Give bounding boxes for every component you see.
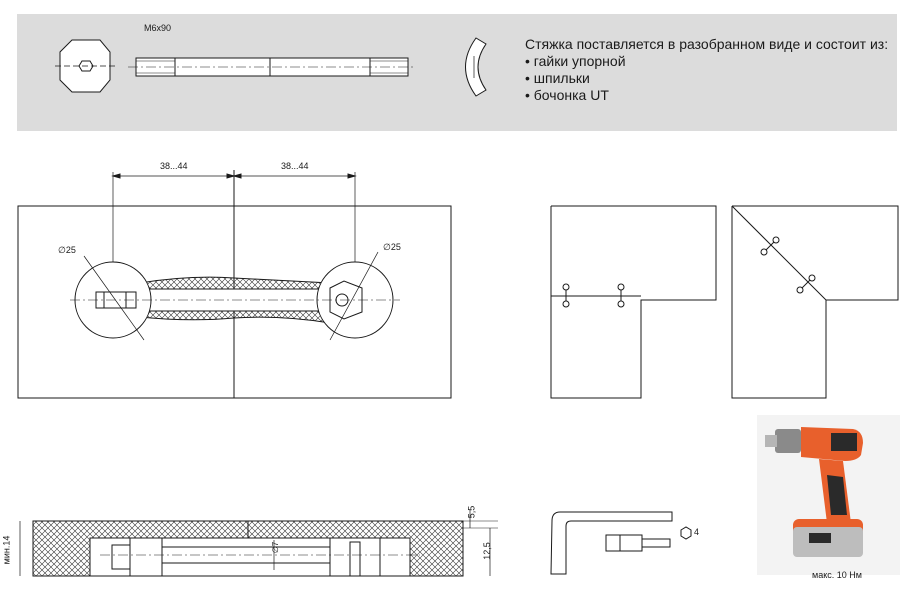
dim-right-label: 38...44 [281,161,309,171]
miter-joint-drawing [731,205,899,399]
hex-key-drawing [550,511,673,575]
hex-size-icon [680,526,692,540]
top-view-drawing [17,170,452,399]
rod-size-label: M6x90 [144,23,172,33]
kit-description-title: Стяжка поставляется в разобранном виде и… [525,36,889,52]
threaded-rod-drawing [128,57,416,77]
hex-size-label: 4 [694,527,700,537]
dim-center-label: ∅7 [271,541,281,554]
section-view-drawing [19,510,498,577]
min-thickness-label: мин.14 [1,535,12,565]
barrel-nut-drawing [465,37,487,97]
kit-item-stud: • шпильки [525,70,590,86]
butt-joint-drawing [550,205,717,399]
torque-label: макс. 10 Нм [812,570,862,580]
kit-description: Стяжка поставляется в разобранном виде и… [525,36,888,104]
dim-top-label: 5,5 [466,505,477,519]
kit-item-barrel-nut: • бочонка UT [525,87,609,103]
dia-left-label: ∅25 [58,245,76,255]
stop-nut-drawing [55,39,116,93]
dim-right-section-label: 12,5 [481,542,492,560]
dia-right-label: ∅25 [383,242,401,252]
kit-item-stop-nut: • гайки упорной [525,53,626,69]
drill-icon [757,415,900,575]
hex-bit-drawing [605,534,671,552]
dim-left-label: 38...44 [160,161,188,171]
